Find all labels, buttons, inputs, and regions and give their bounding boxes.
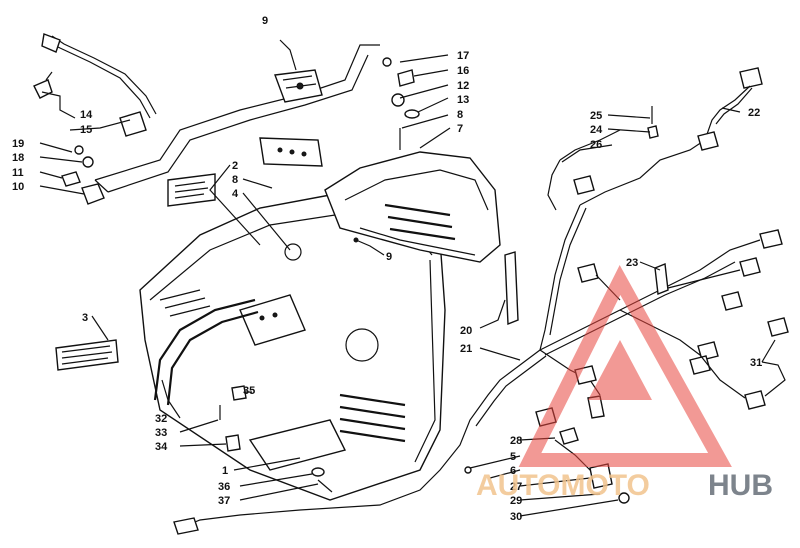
fan-shroud bbox=[324, 151, 501, 263]
wiring-harness-upper bbox=[539, 67, 763, 351]
callout-15: 14 bbox=[80, 109, 93, 121]
callout-37: 36 bbox=[218, 481, 230, 493]
callout-25: 24 bbox=[590, 124, 603, 136]
callout-30: 29 bbox=[510, 495, 522, 507]
wiring-harness-right bbox=[539, 229, 789, 410]
callout-12: 11 bbox=[12, 167, 24, 179]
callout-13: 12 bbox=[457, 80, 469, 92]
callout-23: 22 bbox=[748, 107, 760, 119]
callout-20: 19 bbox=[12, 138, 24, 150]
wiring-harness-lower bbox=[173, 349, 630, 535]
decal-dash bbox=[259, 137, 323, 167]
watermark-word-left: AUTOMOTO bbox=[476, 469, 650, 502]
callout-29: 28 bbox=[510, 435, 522, 447]
watermark-logo bbox=[518, 264, 732, 467]
callout-8-upper: 8 bbox=[457, 109, 463, 121]
callout-26: 25 bbox=[590, 110, 602, 122]
callout-38: 37 bbox=[218, 495, 230, 507]
callout-2: 2 bbox=[232, 160, 238, 172]
callout-9: 9 bbox=[386, 251, 392, 263]
callout-5: 5 bbox=[510, 451, 516, 463]
console-body bbox=[139, 194, 446, 501]
hardware-bits bbox=[219, 57, 420, 493]
callout-10: 9 bbox=[262, 15, 268, 27]
watermark-word-right: HUB bbox=[708, 469, 773, 502]
callout-34: 33 bbox=[155, 427, 167, 439]
bracket-21 bbox=[504, 251, 519, 326]
callout-14: 13 bbox=[457, 94, 469, 106]
callout-27: 26 bbox=[590, 139, 602, 151]
callout-24: 23 bbox=[626, 257, 638, 269]
watermark-text: AUTOMOTO HUB bbox=[476, 469, 773, 502]
callout-19: 18 bbox=[12, 152, 24, 164]
callout-22: 21 bbox=[460, 343, 472, 355]
handlebar-assembly bbox=[33, 33, 380, 193]
callout-28: 27 bbox=[510, 481, 522, 493]
callout-3: 3 bbox=[82, 312, 88, 324]
leader-lines bbox=[39, 39, 786, 517]
callout-8-mid: 8 bbox=[232, 174, 238, 186]
callout-31: 30 bbox=[510, 511, 522, 523]
decal-left bbox=[55, 339, 119, 371]
callout-16: 15 bbox=[80, 124, 92, 136]
callout-6: 6 bbox=[510, 465, 516, 477]
callout-18: 17 bbox=[457, 50, 469, 62]
callout-7: 7 bbox=[457, 123, 463, 135]
callout-17: 16 bbox=[457, 65, 469, 77]
callout-11: 10 bbox=[12, 181, 24, 193]
callout-4: 4 bbox=[232, 188, 239, 200]
callout-labels: 9 17 16 12 13 8 7 14 15 19 18 11 10 2 8 … bbox=[12, 15, 762, 523]
callout-32: 31 bbox=[750, 357, 762, 369]
switch-parts bbox=[61, 145, 105, 205]
callout-36: 35 bbox=[243, 385, 255, 397]
decal-upper bbox=[167, 173, 216, 207]
callout-21: 20 bbox=[460, 325, 472, 337]
callout-1: 1 bbox=[222, 465, 228, 477]
callout-35: 34 bbox=[155, 441, 168, 453]
callout-33: 32 bbox=[155, 413, 167, 425]
